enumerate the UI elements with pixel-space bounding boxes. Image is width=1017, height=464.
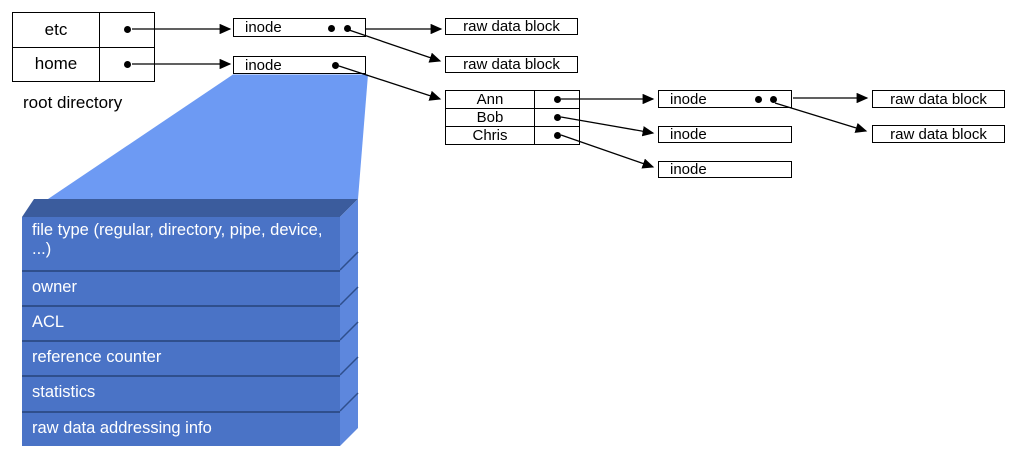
- raw-data-block-label: raw data block: [463, 18, 560, 35]
- inode-field-acl: ACL: [22, 305, 340, 340]
- inode-box-etc: inode: [233, 18, 366, 37]
- inode-box-bob: inode: [658, 126, 792, 143]
- inode-field-reference-counter: reference counter: [22, 340, 340, 375]
- inode-box-chris: inode: [658, 161, 792, 178]
- root-directory-table: etc home: [12, 12, 155, 82]
- pointer-dot-icon: [553, 114, 561, 121]
- entry-pointer-cell: [534, 127, 579, 144]
- inode-box-top-face: [22, 199, 358, 217]
- side-separator: [339, 286, 359, 306]
- raw-data-block-3: raw data block: [872, 90, 1005, 108]
- pointer-dot-icon: [755, 96, 762, 103]
- pointer-dot-icon: [344, 25, 351, 32]
- inode-box-ann: inode: [658, 90, 792, 108]
- pointer-dot-icon: [123, 26, 131, 34]
- pointer-dot-icon: [770, 96, 777, 103]
- inode-label: inode: [670, 161, 707, 178]
- inode-label: inode: [245, 19, 282, 36]
- side-separator: [339, 356, 359, 376]
- directory-entry-row-bob: Bob: [446, 108, 579, 126]
- raw-data-block-label: raw data block: [890, 125, 987, 143]
- raw-data-block-4: raw data block: [872, 125, 1005, 143]
- raw-data-block-1: raw data block: [445, 18, 578, 35]
- side-separator: [339, 392, 359, 412]
- entry-pointer-cell: [534, 91, 579, 108]
- entry-name: Chris: [472, 127, 508, 144]
- inode-structure-box: file type (regular, directory, pipe, dev…: [22, 217, 340, 446]
- pointer-dot-icon: [553, 132, 561, 139]
- raw-data-block-2: raw data block: [445, 56, 578, 73]
- entry-name: home: [34, 54, 78, 74]
- inode-label: inode: [670, 126, 707, 143]
- entry-name: Ann: [476, 91, 504, 108]
- directory-entry-row-etc: etc: [13, 13, 154, 47]
- inode-zoom-funnel: [48, 74, 368, 199]
- inode-field-file-type: file type (regular, directory, pipe, dev…: [32, 221, 323, 259]
- home-directory-table: Ann Bob Chris: [445, 90, 580, 145]
- inode-field-owner: owner: [22, 270, 340, 305]
- pointer-dot-icon: [332, 62, 339, 69]
- directory-entry-row-ann: Ann: [446, 91, 579, 108]
- directory-entry-row-chris: Chris: [446, 126, 579, 144]
- entry-pointer-cell: [99, 13, 154, 47]
- inode-box-side-face: [340, 199, 358, 446]
- entry-pointer-cell: [534, 109, 579, 126]
- inode-label: inode: [245, 56, 282, 74]
- entry-pointer-cell: [99, 47, 154, 81]
- root-directory-caption: root directory: [23, 93, 123, 112]
- side-separator: [339, 321, 359, 341]
- pointer-dot-icon: [553, 96, 561, 103]
- inode-label: inode: [670, 90, 707, 108]
- raw-data-block-label: raw data block: [890, 90, 987, 108]
- pointer-dot-icon: [328, 25, 335, 32]
- inode-field-raw-data-addressing: raw data addressing info: [22, 411, 340, 446]
- side-separator: [339, 251, 359, 271]
- entry-name: etc: [44, 19, 68, 39]
- raw-data-block-label: raw data block: [463, 56, 560, 73]
- inode-field-statistics: statistics: [22, 375, 340, 411]
- inode-box-home: inode: [233, 56, 366, 74]
- pointer-dot-icon: [123, 60, 131, 68]
- directory-entry-row-home: home: [13, 46, 154, 81]
- entry-name: Bob: [476, 109, 504, 126]
